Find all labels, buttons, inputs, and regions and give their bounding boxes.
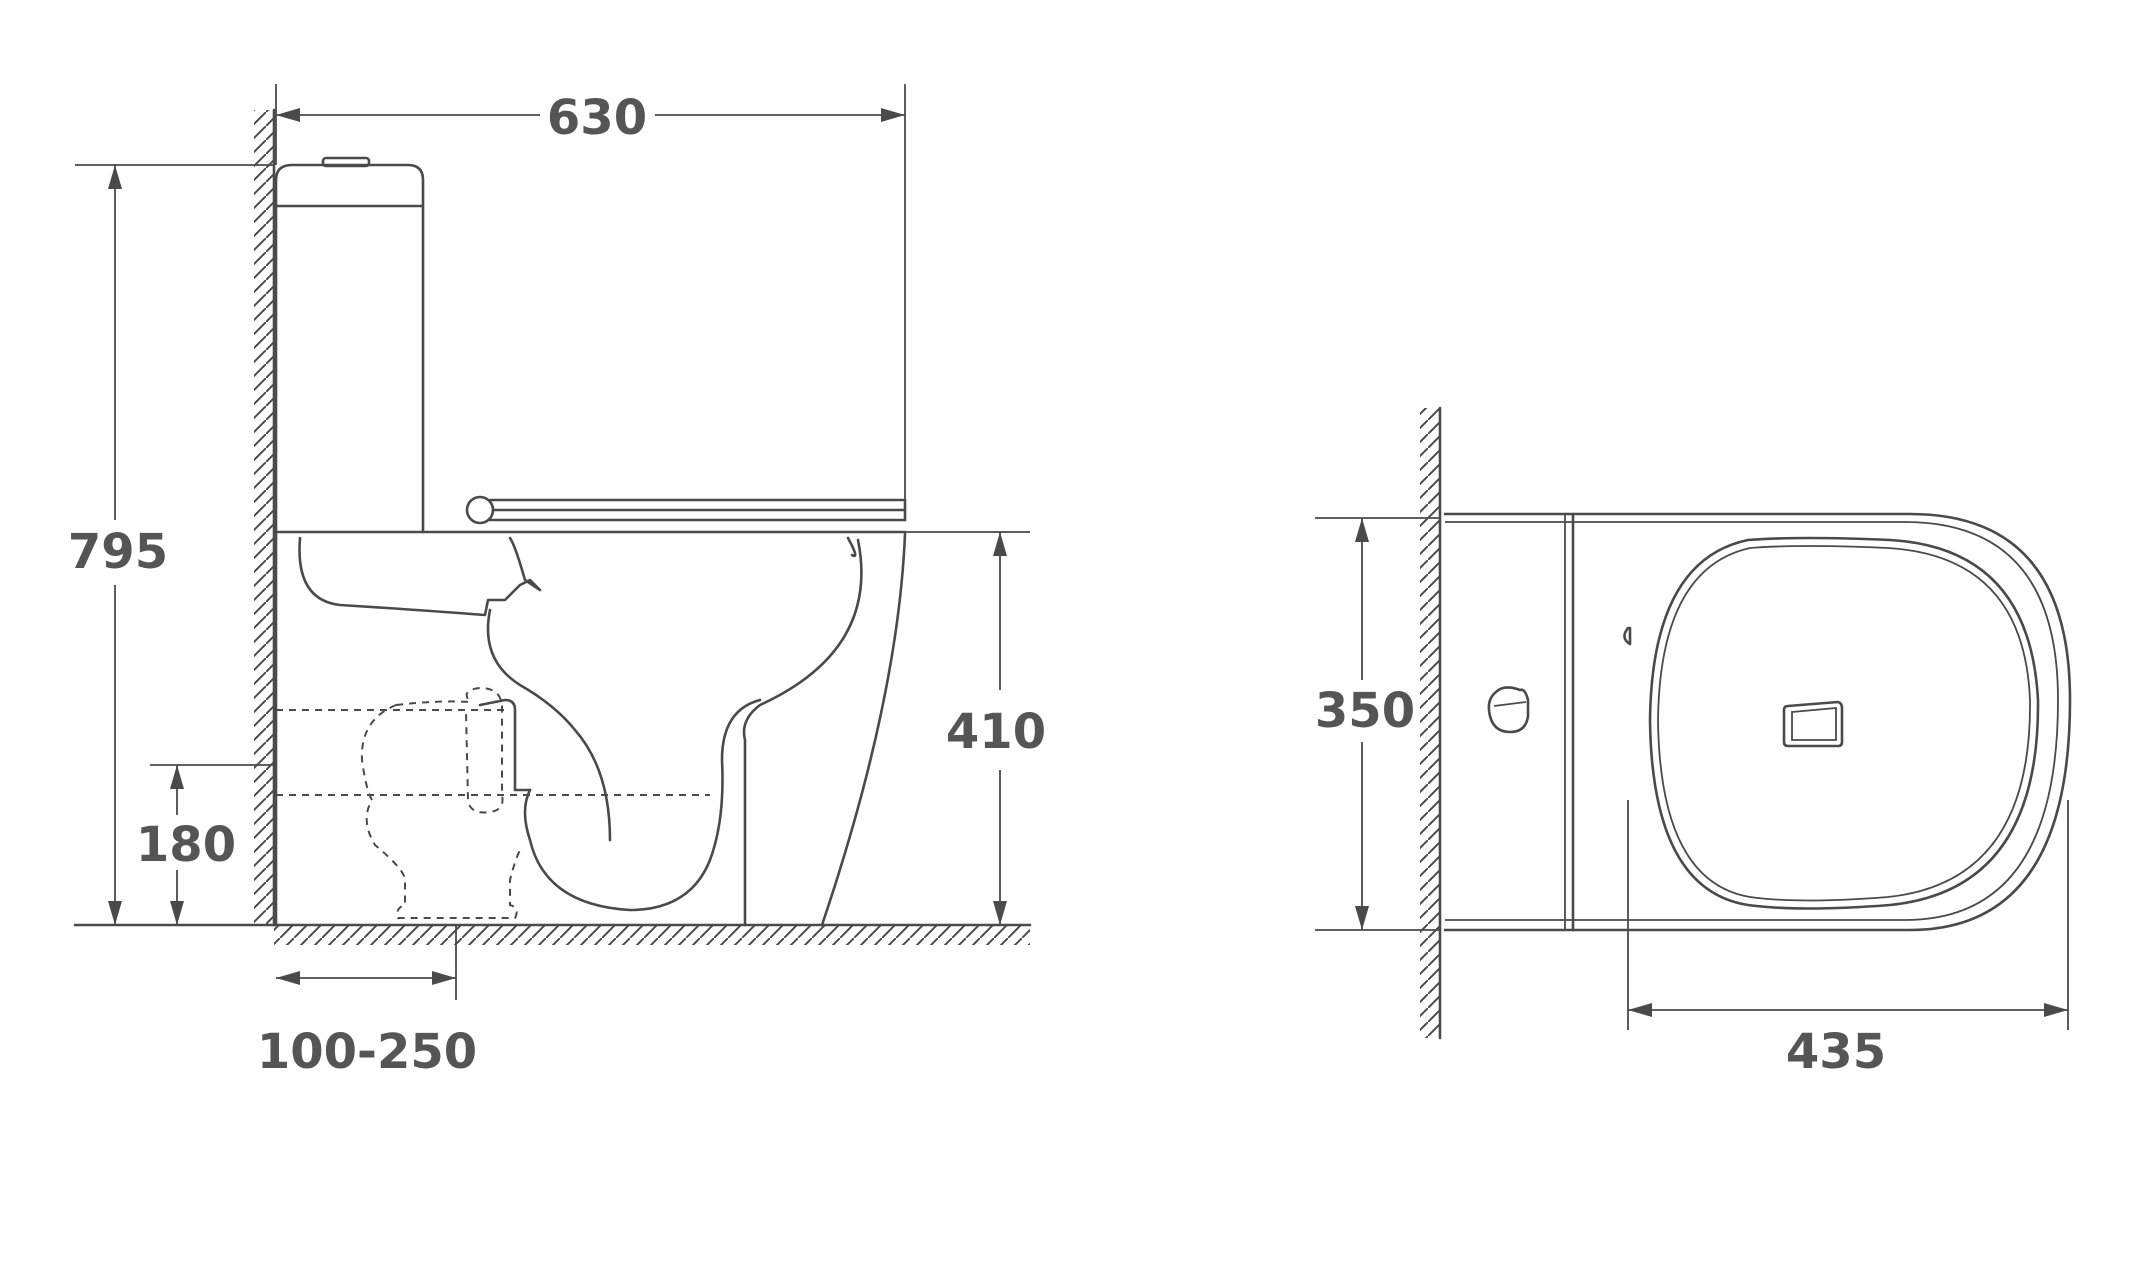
depth-label: 350 <box>1315 683 1415 739</box>
toilet-top-outline <box>1443 512 2072 932</box>
rough-in-label: 100-250 <box>257 1024 477 1080</box>
trapway-hidden <box>276 686 710 919</box>
wall-side <box>254 108 276 927</box>
dimension-width-435: 435 <box>1627 800 2069 1080</box>
dimension-depth-350: 350 <box>1315 517 1440 931</box>
top-width-label: 435 <box>1786 1024 1886 1080</box>
dimension-width-630: 630 <box>275 84 906 500</box>
outlet-height-label: 180 <box>136 817 236 873</box>
seat-lid <box>274 495 907 534</box>
dimension-rough-in: 100-250 <box>257 925 477 1080</box>
seat-height-label: 410 <box>946 704 1046 760</box>
floor-side <box>73 923 1032 945</box>
top-view: 350 435 <box>1315 406 2072 1080</box>
wall-top <box>1420 406 1442 1040</box>
height-label: 795 <box>68 524 168 580</box>
cistern <box>274 156 425 534</box>
dimension-height-795: 795 <box>68 164 274 925</box>
side-view: 630 795 410 180 <box>68 84 1046 1080</box>
dimension-outlet-height-180: 180 <box>136 764 274 925</box>
bowl <box>274 530 907 927</box>
dimension-seat-height-410: 410 <box>905 531 1046 925</box>
width-label: 630 <box>547 90 647 146</box>
